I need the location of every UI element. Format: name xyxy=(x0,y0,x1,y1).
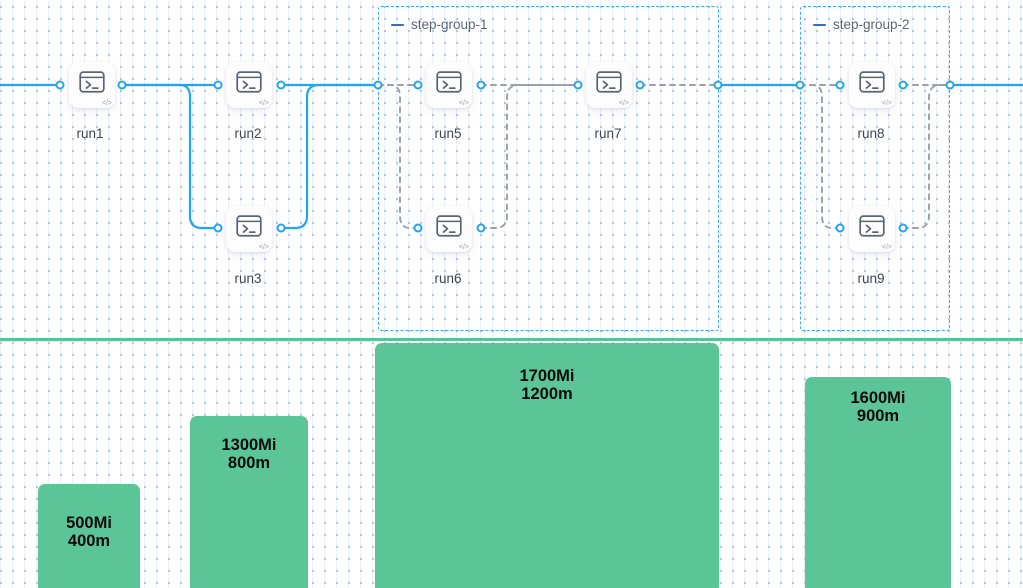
port-run8-in[interactable] xyxy=(835,80,845,90)
group-step-group-1-header[interactable]: step-group-1 xyxy=(391,17,488,32)
port-group2-out[interactable] xyxy=(945,80,955,90)
minus-icon[interactable] xyxy=(813,23,826,26)
metric-cpu: 1200m xyxy=(521,385,573,404)
node-run5[interactable]: </> xyxy=(426,62,472,108)
terminal-icon xyxy=(236,71,262,98)
port-run3-in[interactable] xyxy=(213,223,223,233)
metric-cpu: 800m xyxy=(227,454,271,473)
node-run1-label: run1 xyxy=(76,126,104,141)
port-group2-in[interactable] xyxy=(795,80,805,90)
terminal-icon xyxy=(859,71,885,98)
metric-block-run2-values: 1300Mi 800m xyxy=(221,436,276,473)
node-run9-label: run9 xyxy=(857,271,885,286)
metric-memory: 500Mi xyxy=(66,514,112,532)
code-badge-icon: </> xyxy=(258,100,269,107)
port-run3-out[interactable] xyxy=(276,223,286,233)
port-run9-out[interactable] xyxy=(898,223,908,233)
node-run1[interactable]: </> xyxy=(69,62,115,108)
code-badge-icon: </> xyxy=(458,244,469,251)
port-run1-out[interactable] xyxy=(117,80,127,90)
metric-block-run2[interactable]: 1300Mi 800m xyxy=(190,416,308,588)
metric-cpu: 900m xyxy=(856,407,900,426)
group-step-group-2-label: step-group-2 xyxy=(833,17,910,32)
terminal-icon xyxy=(236,215,262,242)
node-run3[interactable]: </> xyxy=(226,206,272,252)
metric-memory: 1300Mi xyxy=(221,436,277,454)
port-run6-in[interactable] xyxy=(413,223,423,233)
port-run9-in[interactable] xyxy=(835,223,845,233)
node-run7-label: run7 xyxy=(594,126,622,141)
group-step-group-1-label: step-group-1 xyxy=(411,17,488,32)
metric-block-run4-values: 1600Mi 900m xyxy=(850,389,905,426)
port-group1-in[interactable] xyxy=(373,80,383,90)
node-run2-label: run2 xyxy=(234,126,262,141)
port-run8-out[interactable] xyxy=(898,80,908,90)
port-run5-out[interactable] xyxy=(476,80,486,90)
edge-run1-run3 xyxy=(120,83,220,230)
metric-block-run1-values: 500Mi 400m xyxy=(66,514,112,551)
port-group1-out[interactable] xyxy=(713,80,723,90)
metric-cpu: 400m xyxy=(67,532,111,551)
terminal-icon xyxy=(436,215,462,242)
terminal-icon xyxy=(596,71,622,98)
port-run2-out[interactable] xyxy=(276,80,286,90)
group-step-group-1[interactable]: step-group-1 xyxy=(378,6,719,331)
node-run8-label: run8 xyxy=(857,126,885,141)
node-run5-label: run5 xyxy=(434,126,462,141)
metric-memory: 1700Mi xyxy=(519,367,575,385)
code-badge-icon: </> xyxy=(458,100,469,107)
node-run7[interactable]: </> xyxy=(586,62,632,108)
metric-block-run4[interactable]: 1600Mi 900m xyxy=(805,377,951,588)
terminal-icon xyxy=(859,215,885,242)
minus-icon[interactable] xyxy=(391,23,404,26)
code-badge-icon: </> xyxy=(618,100,629,107)
terminal-icon xyxy=(79,71,105,98)
metrics-divider xyxy=(0,338,1023,341)
code-badge-icon: </> xyxy=(101,100,112,107)
terminal-icon xyxy=(436,71,462,98)
port-run7-in[interactable] xyxy=(573,80,583,90)
port-run5-in[interactable] xyxy=(413,80,423,90)
node-run8[interactable]: </> xyxy=(849,62,895,108)
port-run6-out[interactable] xyxy=(476,223,486,233)
metric-block-run3-values: 1700Mi 1200m xyxy=(519,367,574,404)
node-run6-label: run6 xyxy=(434,271,462,286)
metric-memory: 1600Mi xyxy=(850,389,906,407)
code-badge-icon: </> xyxy=(258,244,269,251)
port-run1-in[interactable] xyxy=(55,80,65,90)
metric-block-run1[interactable]: 500Mi 400m xyxy=(38,484,140,588)
node-run9[interactable]: </> xyxy=(849,206,895,252)
code-badge-icon: </> xyxy=(881,244,892,251)
edge-run3-group1 xyxy=(279,83,380,230)
node-run2[interactable]: </> xyxy=(226,62,272,108)
metric-block-run3[interactable]: 1700Mi 1200m xyxy=(375,343,719,588)
port-run7-out[interactable] xyxy=(635,80,645,90)
node-run6[interactable]: </> xyxy=(426,206,472,252)
node-run3-label: run3 xyxy=(234,271,262,286)
group-step-group-2-header[interactable]: step-group-2 xyxy=(813,17,910,32)
code-badge-icon: </> xyxy=(881,100,892,107)
port-run2-in[interactable] xyxy=(213,80,223,90)
